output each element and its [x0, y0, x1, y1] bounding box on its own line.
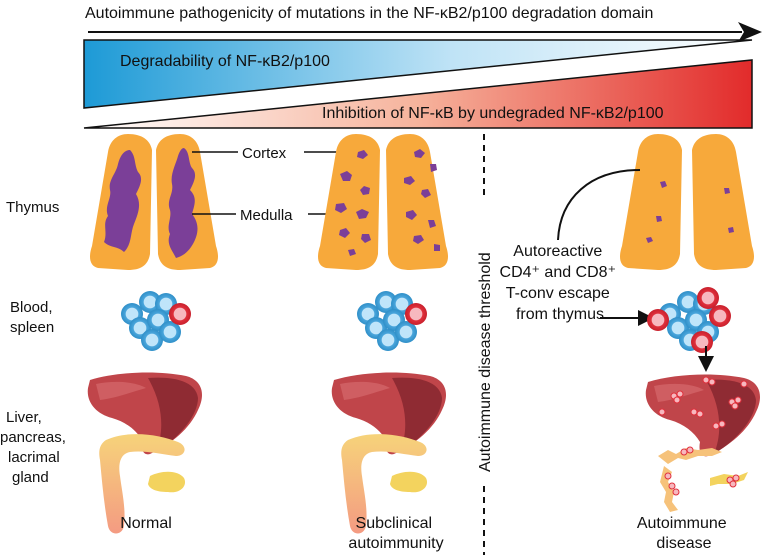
thymus-normal — [90, 134, 218, 270]
medulla-fragments-subclinical — [335, 149, 440, 256]
column-label-normal: Normal — [120, 515, 172, 532]
inhibition-label: Inhibition of NF-κB by undegraded NF-κB2… — [322, 105, 664, 122]
thymus-disease — [620, 134, 754, 270]
medulla-fragments-disease — [646, 181, 734, 243]
thymus-subclinical — [318, 134, 448, 270]
autoreactive-cell — [647, 309, 669, 331]
row-label-blood: Blood, spleen — [10, 299, 57, 336]
liver-disease — [645, 374, 760, 457]
medulla-label: Medulla — [240, 207, 293, 224]
escape-curve — [557, 169, 641, 241]
blood-cluster-disease — [647, 287, 731, 353]
autoreactive-cell — [169, 303, 191, 325]
escape-label: Autoreactive CD4⁺ and CD8⁺ T-conv escape… — [500, 243, 621, 323]
autoreactive-cell — [691, 331, 713, 353]
medulla-normal-right — [168, 148, 198, 258]
title-arrow — [88, 22, 762, 42]
infiltrate-dots-liver — [658, 376, 748, 430]
row-label-thymus: Thymus — [6, 199, 59, 216]
row-label-organs: Liver, pancreas, lacrimal gland — [0, 409, 70, 486]
autoreactive-cell — [709, 305, 731, 327]
pancreas-disease — [658, 446, 748, 512]
inhibition-wedge — [83, 59, 753, 129]
medulla-normal-left — [104, 150, 142, 252]
blood-cluster-subclinical — [357, 291, 427, 351]
threshold-label: Autoimmune disease threshold — [477, 252, 494, 472]
degradability-label: Degradability of NF-κB2/p100 — [120, 53, 330, 70]
threshold-label-backdrop — [474, 198, 494, 484]
column-label-disease: Autoimmune disease — [637, 515, 731, 552]
cortex-label: Cortex — [242, 145, 287, 162]
degradability-wedge — [83, 39, 753, 109]
figure-title: Autoimmune pathogenicity of mutations in… — [85, 5, 653, 22]
autoreactive-cell — [697, 287, 719, 309]
autoreactive-cell — [405, 303, 427, 325]
infiltrate-dots-pancreas — [664, 446, 740, 496]
column-label-subclinical: Subclinical autoimmunity — [348, 515, 443, 552]
blood-cluster-normal — [121, 291, 191, 351]
